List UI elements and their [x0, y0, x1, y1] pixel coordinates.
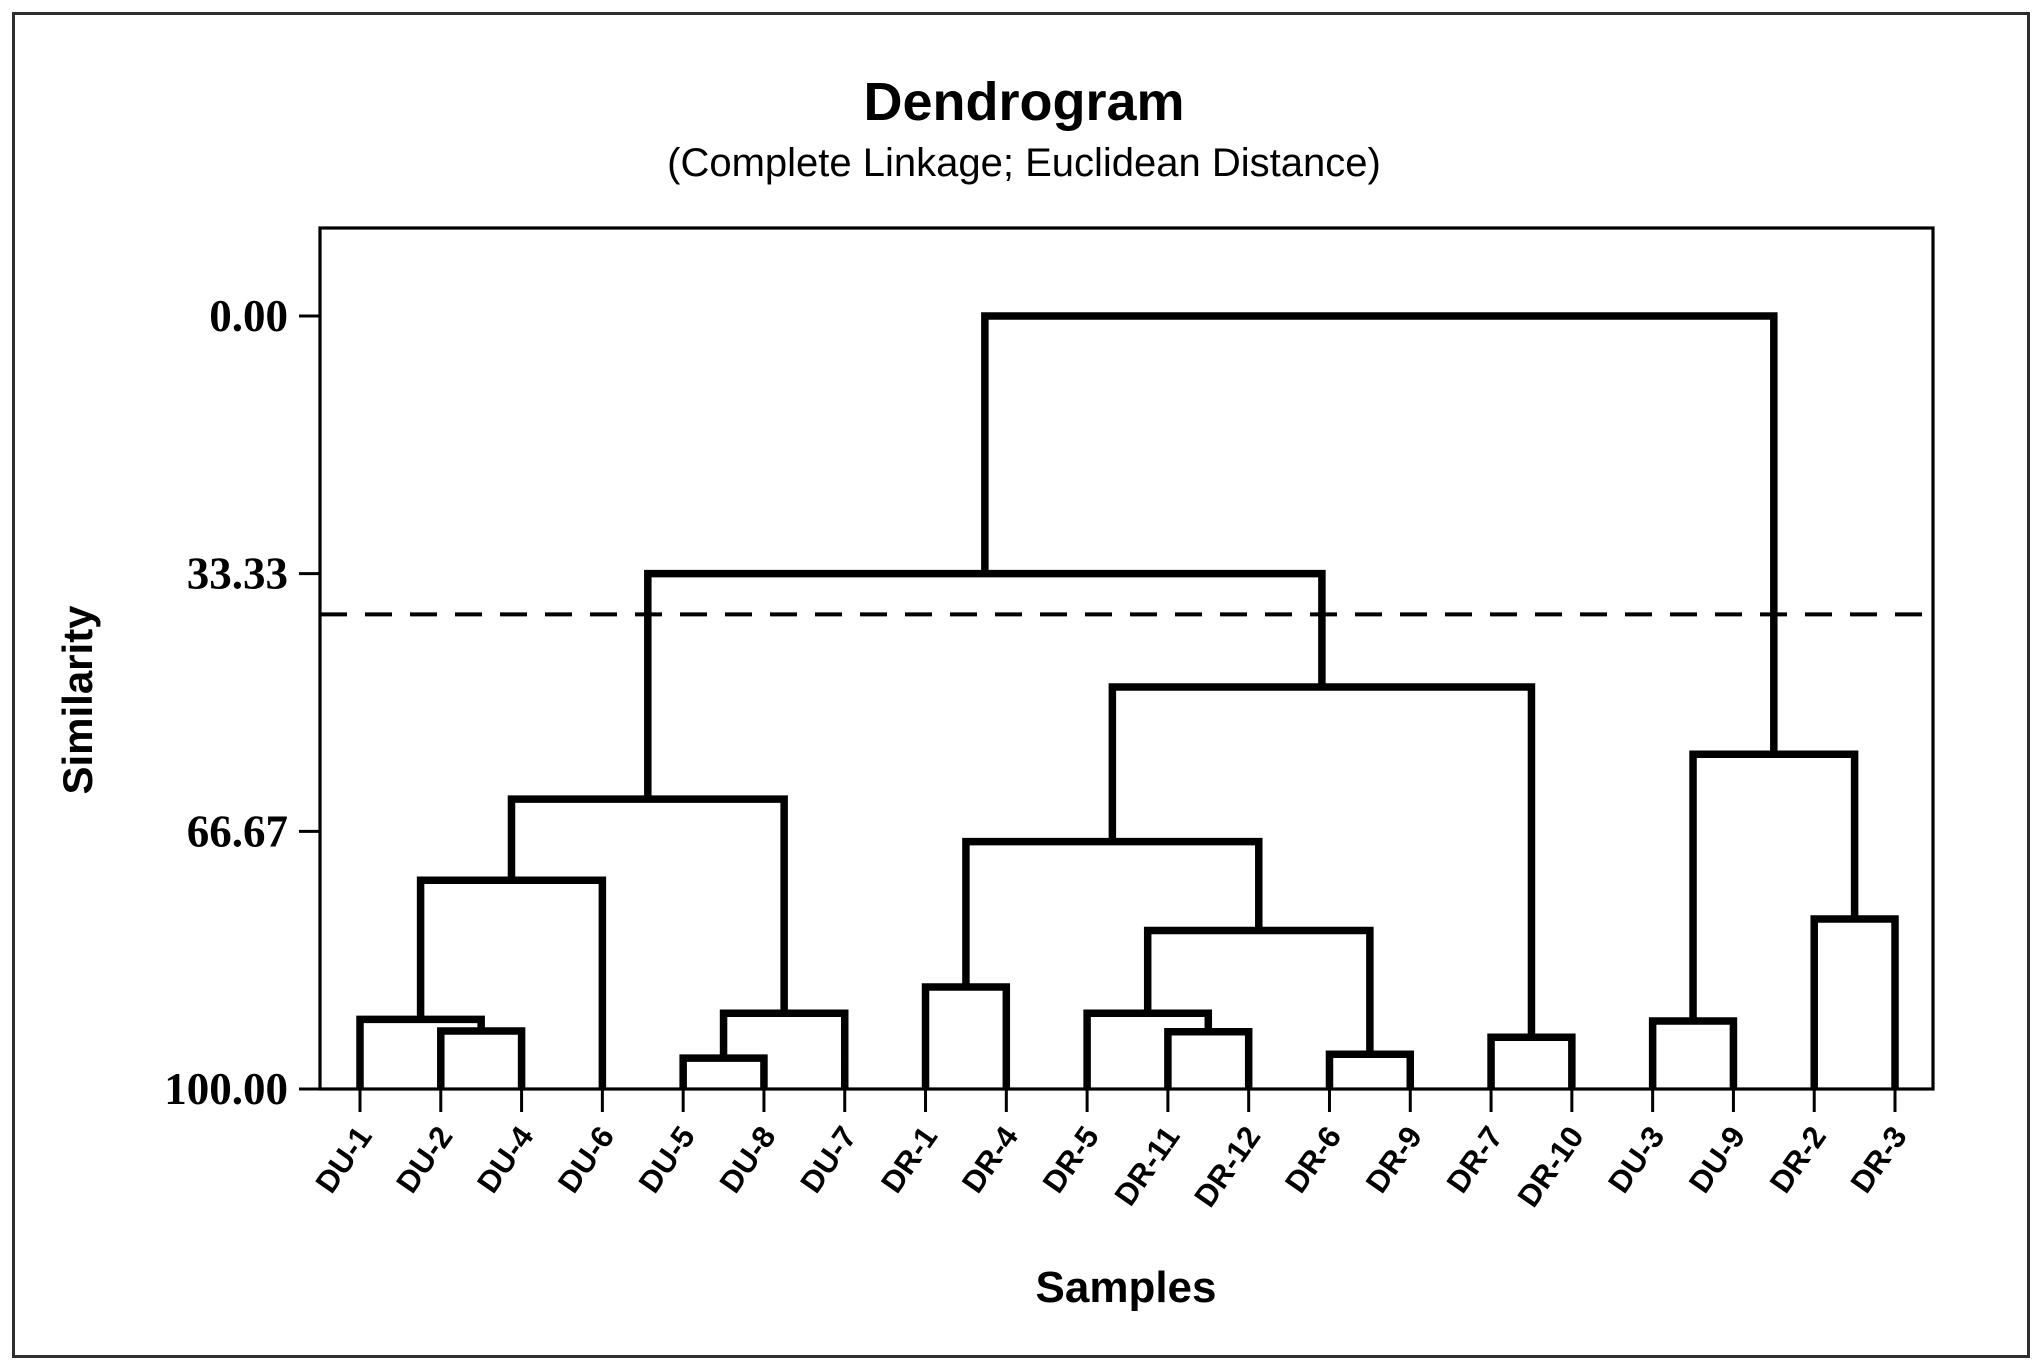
dendrogram-link-b7: [1487, 1033, 1576, 1089]
x-ticks-group: [358, 1089, 1897, 1112]
y-tick-label-0.00: 0.00: [209, 291, 288, 341]
figure-border: [12, 12, 2030, 1358]
y-tick-label-100.00: 100.00: [164, 1064, 288, 1114]
chart-subtitle: (Complete Linkage; Euclidean Distance): [667, 141, 1381, 185]
dendrogram-link-b3: [1083, 1009, 1213, 1089]
dendrogram-link-root: [981, 312, 1778, 755]
dendrogram-link-m5: [719, 1009, 849, 1089]
chart-title: Dendrogram: [863, 72, 1184, 132]
y-ticks-group: 0.00 33.33 66.67 100.00: [164, 291, 320, 1114]
plot-border-box: [318, 226, 1935, 1091]
dendrogram-links-group: [356, 312, 1899, 1089]
y-axis-label: Similarity: [54, 605, 101, 795]
dendrogram-link-ab: [644, 569, 1326, 800]
dendrogram-link-b2: [1164, 1028, 1253, 1089]
y-tick-label-33.33: 33.33: [187, 549, 288, 599]
dendrogram-link-m1: [437, 1027, 526, 1089]
x-axis-label: Samples: [1036, 1263, 1217, 1312]
dendrogram-link-d1: [1648, 1017, 1738, 1089]
y-tick-label-66.67: 66.67: [187, 806, 288, 856]
